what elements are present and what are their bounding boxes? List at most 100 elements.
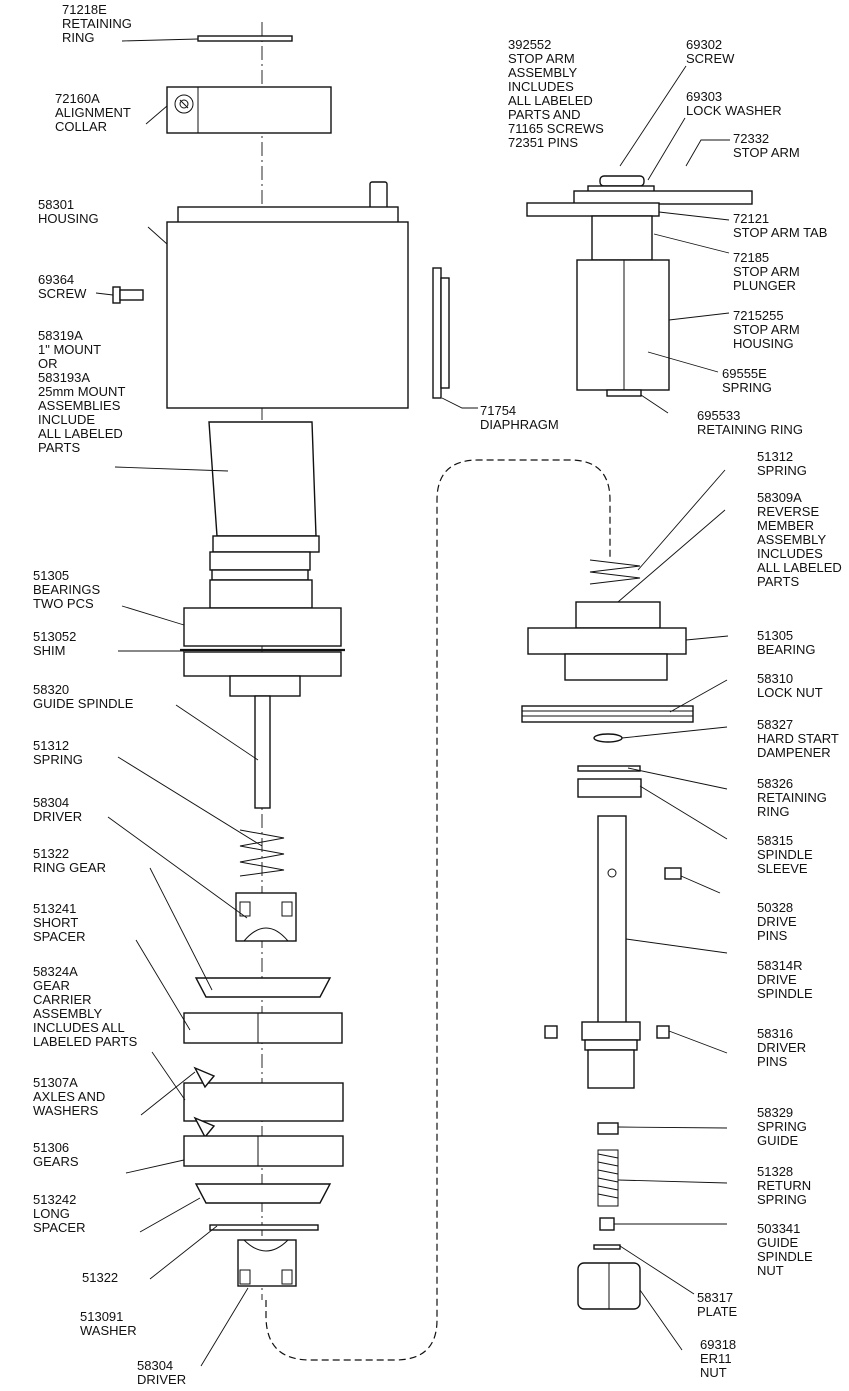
label-line: WASHERS [33, 1103, 99, 1118]
label-line: SPRING [757, 1192, 807, 1207]
label-line: 72185 [733, 250, 769, 265]
stop-arm-assembly [526, 175, 753, 397]
guide-spindle-nut-shape [599, 1217, 615, 1231]
label-line: 58317 [697, 1290, 733, 1305]
label-line: ASSEMBLY [757, 532, 826, 547]
label-line: 58326 [757, 776, 793, 791]
label-line: STOP ARM [733, 264, 800, 279]
label-line: DRIVE [757, 914, 797, 929]
label-line: SPRING [722, 380, 772, 395]
reverse-member-shape [527, 601, 687, 681]
label-line: RETAINING [757, 790, 827, 805]
label-line: STOP ARM TAB [733, 225, 827, 240]
label-line: 58320 [33, 682, 69, 697]
label-line: RETAINING [62, 16, 132, 31]
label-line: 51312 [33, 738, 69, 753]
label-line: INCLUDES [508, 79, 574, 94]
label-line: BEARING [757, 642, 816, 657]
label-line: WASHER [80, 1323, 137, 1338]
screw-69364-shape [112, 286, 144, 304]
label-line: ASSEMBLY [33, 1006, 102, 1021]
label-line: SHORT [33, 915, 78, 930]
label-line: DRIVER [757, 1040, 806, 1055]
label-line: 51328 [757, 1164, 793, 1179]
label-line: 58329 [757, 1105, 793, 1120]
label-line: REVERSE [757, 504, 819, 519]
label-line: ALIGNMENT [55, 105, 131, 120]
label-line: DIAPHRAGM [480, 417, 559, 432]
label-line: 58319A [38, 328, 83, 343]
dampener-shape [593, 733, 623, 743]
guide-spindle-shape [254, 695, 271, 809]
label-line: 51305 [33, 568, 69, 583]
label-line: SHIM [33, 643, 66, 658]
label-line: 69364 [38, 272, 74, 287]
label-line: 513052 [33, 629, 76, 644]
retaining-ring-71218e-shape [197, 35, 293, 42]
label-line: RETURN [757, 1178, 811, 1193]
left-assembly [112, 22, 450, 1300]
label-line: 503341 [757, 1221, 800, 1236]
label-line: SPINDLE [757, 1249, 813, 1264]
label-line: PLATE [697, 1304, 738, 1319]
label-line: INCLUDE [38, 412, 95, 427]
label-line: AXLES AND [33, 1089, 105, 1104]
label-line: 51312 [757, 449, 793, 464]
label-line: 58304 [33, 795, 69, 810]
label-line: HOUSING [733, 336, 794, 351]
label-line: SPACER [33, 1220, 86, 1235]
label-line: 51307A [33, 1075, 78, 1090]
label-line: PINS [757, 928, 788, 943]
label-line: 513091 [80, 1309, 123, 1324]
label-line: 695533 [697, 408, 740, 423]
label-line: INCLUDES ALL [33, 1020, 125, 1035]
label-line: 7215255 [733, 308, 784, 323]
driver-bottom-shape [237, 1239, 297, 1287]
return-spring-shape [597, 1149, 619, 1207]
label-line: HOUSING [38, 211, 99, 226]
short-spacer-shape [183, 1012, 343, 1044]
label-line: 72121 [733, 211, 769, 226]
label-line: 51306 [33, 1140, 69, 1155]
spring-left-shape [239, 829, 285, 877]
label-line: ASSEMBLIES [38, 398, 121, 413]
label-line: SPACER [33, 929, 86, 944]
gears-shape [183, 1135, 344, 1167]
label-line: LOCK WASHER [686, 103, 782, 118]
label-line: PARTS [757, 574, 799, 589]
label-line: 392552 [508, 37, 551, 52]
label-line: 513242 [33, 1192, 76, 1207]
label-line: RING [62, 30, 95, 45]
label-line: 72351 PINS [508, 135, 578, 150]
label-line: PARTS AND [508, 107, 580, 122]
driver-pin-right-shape [656, 1025, 670, 1039]
assembly-connection-path [265, 459, 611, 1361]
label-line: SCREW [686, 51, 735, 66]
label-line: GUIDE SPINDLE [33, 696, 134, 711]
label-line: MEMBER [757, 518, 814, 533]
label-line: 58324A [33, 964, 78, 979]
ring-gear-top-shape [194, 977, 332, 998]
label-line: 58309A [757, 490, 802, 505]
spring-guide-shape [597, 1122, 619, 1135]
label-line: ALL LABELED [38, 426, 123, 441]
